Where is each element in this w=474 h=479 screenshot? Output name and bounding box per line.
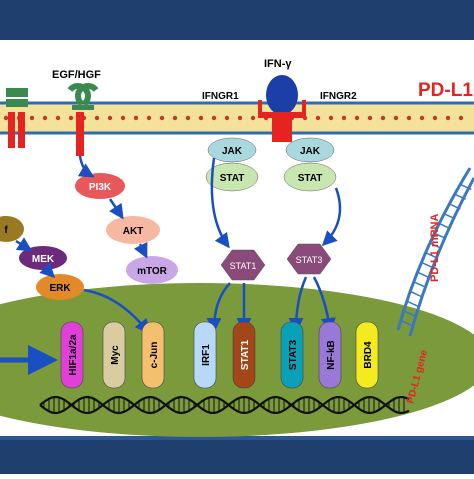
ifngr1-label: IFNGR1: [202, 91, 239, 102]
tf-hif1a-2a: HIF1a/2a: [60, 321, 84, 389]
tf-label: NF-kB: [326, 340, 337, 369]
mrna-strand: [396, 167, 474, 337]
tf-label: BRD4: [363, 341, 374, 369]
tf-label: STAT3: [288, 339, 299, 370]
tf-stat3: STAT3: [280, 321, 304, 389]
tf-brd4: BRD4: [355, 321, 379, 389]
dna-helix: [39, 395, 410, 415]
ifn-gamma-ligand: [266, 75, 298, 115]
mrna-label: PD-L1 mRNA: [429, 213, 441, 282]
erk-label: ERK: [49, 283, 71, 294]
stat1-label: STAT1: [230, 261, 257, 271]
mtor-label: mTOR: [137, 266, 168, 277]
stat1-hexagon: [220, 249, 266, 281]
jak-left-shape: [207, 137, 257, 163]
ifngr-receptor: [258, 75, 306, 142]
tf-label: STAT1: [240, 339, 251, 370]
stat3-label: STAT3: [296, 255, 323, 265]
tf-label: c-Jun: [149, 342, 160, 369]
ifngr2-label: IFNGR2: [320, 91, 357, 102]
tf-irf1: IRF1: [193, 321, 217, 389]
stat-right-shape: [283, 162, 337, 192]
tf-nf-kb: NF-kB: [318, 321, 342, 389]
bottom-frame-band: [0, 436, 474, 474]
transcription-factors: HIF1a/2a Myc c-Jun IRF1 STAT1 STAT3 NF-kB BRD4: [60, 321, 379, 389]
tf-c-jun: c-Jun: [141, 321, 165, 389]
raf-label: f: [4, 225, 8, 236]
akt-label: AKT: [123, 226, 144, 237]
tf-stat1: STAT1: [232, 321, 256, 389]
bottom-frame-highlight: [0, 436, 474, 440]
tf-label: HIF1a/2a: [68, 334, 79, 376]
jak-left-label: JAK: [222, 146, 243, 157]
erk-shape: [36, 274, 84, 300]
raf-shape: [0, 216, 24, 242]
stat3-hexagon: [286, 243, 332, 275]
mtor-shape: [126, 256, 178, 284]
egf-receptor: [67, 83, 99, 156]
cell-membrane: [0, 101, 474, 135]
pi3k-shape: [75, 173, 125, 199]
tf-myc: Myc: [102, 321, 126, 389]
mek-label: MEK: [32, 254, 55, 265]
jak-right-shape: [285, 137, 335, 163]
page-title: PD-L1: [418, 80, 473, 101]
tf-label: IRF1: [201, 344, 212, 366]
stat-left-shape: [205, 162, 259, 192]
egf-hgf-label: EGF/HGF: [52, 69, 101, 81]
akt-shape: [106, 216, 160, 244]
stat-left-label: STAT: [220, 173, 245, 184]
stat-right-label: STAT: [298, 173, 323, 184]
jak-right-label: JAK: [300, 146, 321, 157]
ifn-gamma-label: IFN-γ: [264, 58, 292, 70]
top-frame-band: [0, 0, 474, 40]
pi3k-label: PI3K: [89, 182, 112, 193]
tf-label: Myc: [110, 345, 121, 365]
left-receptor: [6, 88, 28, 148]
